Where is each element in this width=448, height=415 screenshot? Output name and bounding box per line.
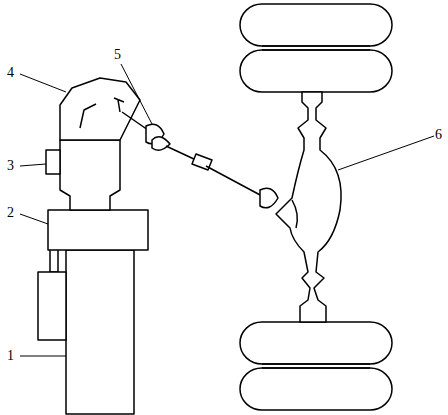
tire — [240, 50, 392, 92]
shaft — [166, 146, 196, 160]
leader-line — [338, 136, 434, 170]
engine-cylinder — [38, 272, 66, 340]
engine-neck — [50, 248, 58, 272]
universal-joint — [260, 188, 278, 208]
tire — [240, 322, 392, 364]
tire — [240, 368, 392, 410]
engine — [66, 250, 134, 414]
leader-line — [20, 214, 48, 224]
rim — [262, 49, 370, 51]
callout-number: 4 — [6, 66, 15, 80]
transfer-case — [60, 78, 140, 140]
leader-line — [20, 74, 66, 92]
axle-detail — [292, 200, 297, 228]
leader-line — [121, 64, 152, 124]
leader-line — [20, 164, 46, 166]
leader-line — [20, 356, 66, 357]
rim — [262, 367, 370, 369]
gearbox-lug — [46, 150, 60, 174]
callout-number: 3 — [6, 159, 15, 173]
callout-number: 5 — [113, 48, 122, 62]
gearbox — [60, 140, 120, 210]
shaft — [206, 166, 262, 196]
drive-axle — [276, 92, 341, 322]
rim — [262, 45, 370, 47]
shaft — [122, 112, 148, 130]
rim — [262, 363, 370, 365]
callout-number: 2 — [6, 206, 15, 220]
universal-joint — [152, 137, 170, 150]
callout-number: 6 — [434, 128, 443, 142]
clutch-housing — [48, 210, 148, 250]
output-flange — [114, 98, 124, 112]
callout-number: 1 — [6, 349, 15, 363]
transfer-detail — [80, 104, 96, 128]
tire — [240, 4, 392, 46]
